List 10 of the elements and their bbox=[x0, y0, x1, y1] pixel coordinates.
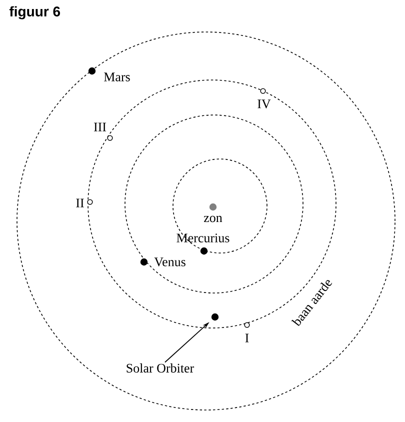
point-label: III bbox=[94, 122, 106, 132]
caption-text: Solar Orbiter bbox=[126, 363, 194, 373]
point-label: zon bbox=[204, 216, 222, 222]
point-label: II bbox=[76, 198, 84, 208]
point-label: IV bbox=[258, 100, 271, 108]
point-label: Venus bbox=[154, 258, 186, 266]
point-label: Mercurius bbox=[176, 234, 230, 242]
point-label: Mars bbox=[104, 72, 130, 82]
point-label: I bbox=[245, 334, 249, 342]
figure-title: figuur 6 bbox=[9, 6, 60, 20]
